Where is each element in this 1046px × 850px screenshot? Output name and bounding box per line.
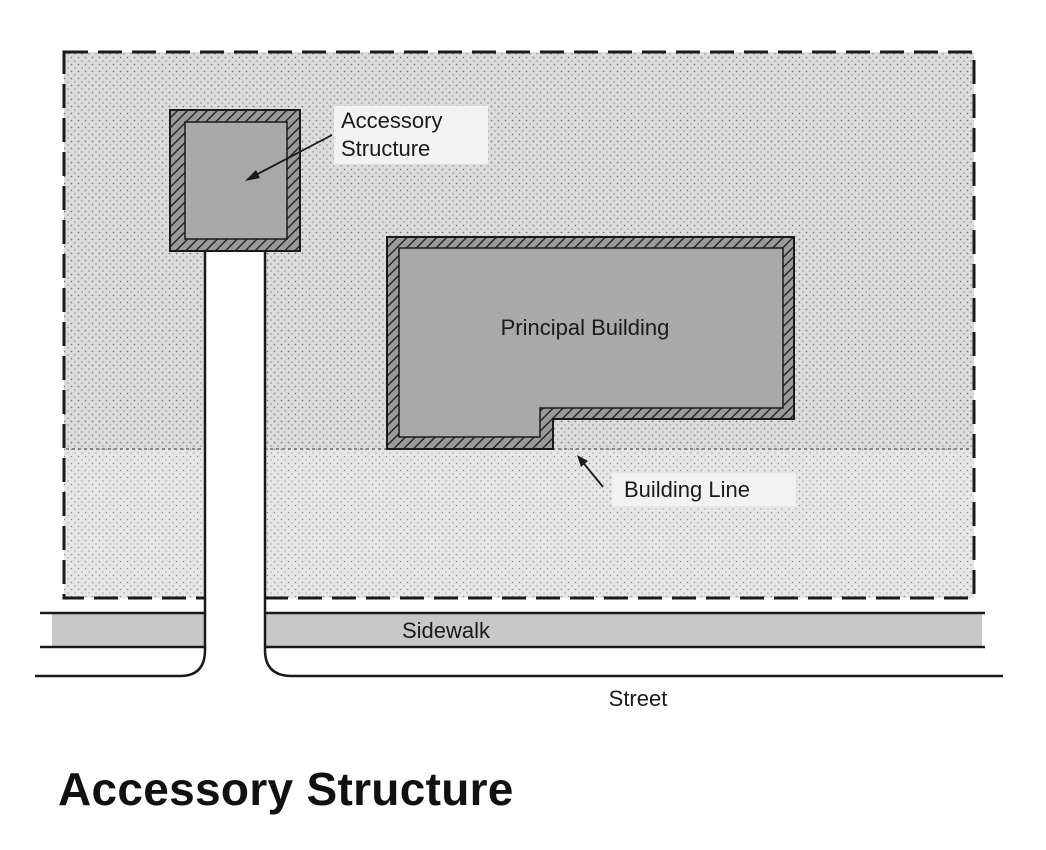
driveway-edge-left — [35, 250, 207, 678]
accessory-structure-label-line2: Structure — [341, 136, 430, 161]
building-line-label-box — [612, 473, 796, 506]
lot-area-front-yard — [64, 449, 974, 598]
sidewalk — [52, 614, 982, 646]
diagram-caption: Accessory Structure — [58, 763, 514, 815]
building-line-label: Building Line — [624, 477, 750, 502]
accessory-structure — [169, 109, 301, 252]
street-label: Street — [609, 686, 668, 711]
accessory-arrow — [245, 134, 333, 181]
lot-boundary — [62, 50, 976, 600]
driveway-edge-right — [263, 250, 1003, 678]
building-line-arrow — [577, 455, 604, 488]
driveway — [205, 250, 265, 680]
sidewalk-label: Sidewalk — [402, 618, 491, 643]
principal-building — [386, 236, 795, 450]
accessory-label-box — [334, 106, 488, 164]
accessory-structure-label-line1: Accessory — [341, 108, 442, 133]
principal-building-label: Principal Building — [501, 315, 670, 340]
